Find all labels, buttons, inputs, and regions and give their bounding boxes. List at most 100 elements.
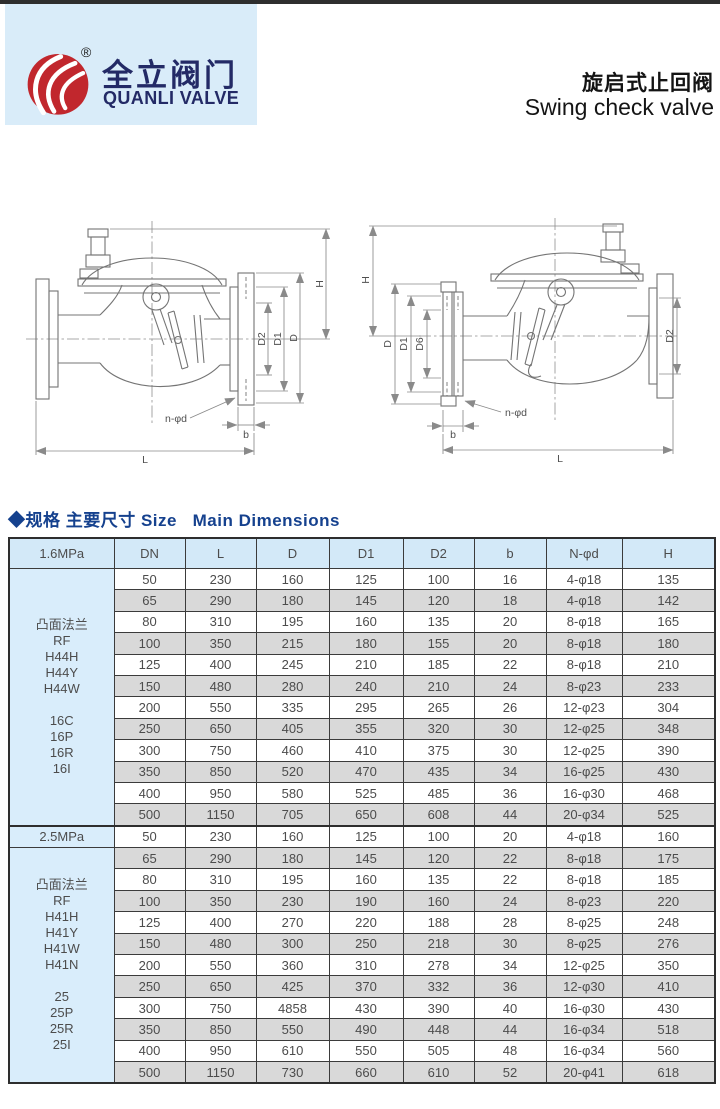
table-cell: 350 — [113, 1018, 186, 1041]
table-cell: 30 — [473, 739, 547, 762]
dim-label-l: L — [557, 453, 563, 465]
table-cell: 210 — [328, 653, 404, 676]
table-cell: 500 — [113, 803, 186, 827]
page-title-cn: 旋启式止回阀 — [582, 72, 714, 95]
table-cell: 100 — [113, 632, 186, 655]
table-cell: 485 — [402, 781, 475, 805]
table-cell: 460 — [255, 739, 330, 762]
table-cell: 650 — [328, 803, 404, 827]
table-cell: 180 — [255, 589, 330, 612]
table-cell: 180 — [621, 632, 716, 655]
table-cell: 850 — [184, 1018, 257, 1041]
table-cell: 550 — [255, 1018, 330, 1041]
table-cell: 290 — [184, 847, 257, 870]
table-cell: 160 — [255, 824, 330, 849]
table-cell: 350 — [184, 889, 257, 913]
table-cell: 8-φ25 — [545, 932, 623, 956]
table-cell: 335 — [255, 696, 330, 719]
table-cell: 705 — [255, 803, 330, 827]
table-cell: 390 — [621, 739, 716, 762]
table-cell: 410 — [328, 739, 404, 762]
table-cell: 750 — [184, 739, 257, 762]
table-cell: 300 — [113, 996, 186, 1020]
dim-label-d1: D1 — [272, 332, 284, 346]
table-cell: 332 — [402, 975, 475, 998]
table-cell: 18 — [473, 589, 547, 612]
dim-label-n-phi-d: n-φd — [505, 407, 527, 419]
dim-label-l: L — [142, 454, 148, 466]
table-cell: 120 — [402, 589, 475, 612]
table-cell: 230 — [184, 824, 257, 849]
table-cell: 120 — [402, 847, 475, 870]
dimension-labels: H D D1 D6 D2 b L n-φd — [360, 276, 676, 465]
table-cell: 40 — [473, 996, 547, 1020]
table-cell: 650 — [184, 717, 257, 741]
table-cell: 50 — [113, 567, 186, 591]
dim-label-d: D — [288, 334, 300, 342]
section-title: ◆规格 主要尺寸 Size Main Dimensions — [8, 511, 340, 530]
table-cell: 185 — [621, 868, 716, 891]
table-cell: 370 — [328, 975, 404, 998]
dimension-lines — [369, 225, 681, 454]
table-cell: 375 — [402, 739, 475, 762]
header-d: D — [255, 537, 330, 569]
dimension-labels: D2 D1 D H b L n-φd — [142, 280, 326, 466]
table-cell: 155 — [402, 632, 475, 655]
dim-label-h: H — [360, 276, 372, 284]
table-cell: 125 — [328, 567, 404, 591]
table-cell: 250 — [328, 932, 404, 956]
table-cell: 505 — [402, 1039, 475, 1062]
table-cell: 210 — [621, 653, 716, 676]
table-cell: 310 — [328, 954, 404, 977]
centerlines — [419, 218, 677, 420]
table-cell: 430 — [328, 996, 404, 1020]
table-cell: 200 — [113, 696, 186, 719]
table-cell: 195 — [255, 868, 330, 891]
table-cell: 310 — [184, 610, 257, 634]
table-cell: 220 — [328, 911, 404, 934]
table-cell: 100 — [402, 824, 475, 849]
table-cell: 175 — [621, 847, 716, 870]
table-cell: 248 — [621, 911, 716, 934]
table-cell: 150 — [113, 674, 186, 698]
table-cell: 525 — [328, 781, 404, 805]
table-cell: 8-φ25 — [545, 911, 623, 934]
table-cell: 300 — [113, 739, 186, 762]
table-cell: 233 — [621, 674, 716, 698]
table-cell: 165 — [621, 610, 716, 634]
table-cell: 12-φ25 — [545, 739, 623, 762]
table-cell: 360 — [255, 954, 330, 977]
table-cell: 608 — [402, 803, 475, 827]
table-cell: 250 — [113, 975, 186, 998]
table-cell: 190 — [328, 889, 404, 913]
logo-panel: ® 全立阀门 QUANLI VALVE — [5, 4, 257, 125]
table-cell: 240 — [328, 674, 404, 698]
table-cell: 65 — [113, 589, 186, 612]
registered-trademark: ® — [81, 44, 92, 60]
table-cell: 12-φ25 — [545, 954, 623, 977]
table-cell: 100 — [113, 889, 186, 913]
table-cell: 80 — [113, 610, 186, 634]
table-cell: 160 — [328, 610, 404, 634]
table-cell: 250 — [113, 717, 186, 741]
table-cell: 52 — [473, 1060, 547, 1084]
table-cell: 20 — [473, 824, 547, 849]
table-cell: 22 — [473, 868, 547, 891]
table-cell: 44 — [473, 1018, 547, 1041]
table-cell: 550 — [328, 1039, 404, 1062]
table-cell: 245 — [255, 653, 330, 676]
table-cell: 125 — [113, 653, 186, 676]
table-cell: 4858 — [255, 996, 330, 1020]
header-h: H — [621, 537, 716, 569]
